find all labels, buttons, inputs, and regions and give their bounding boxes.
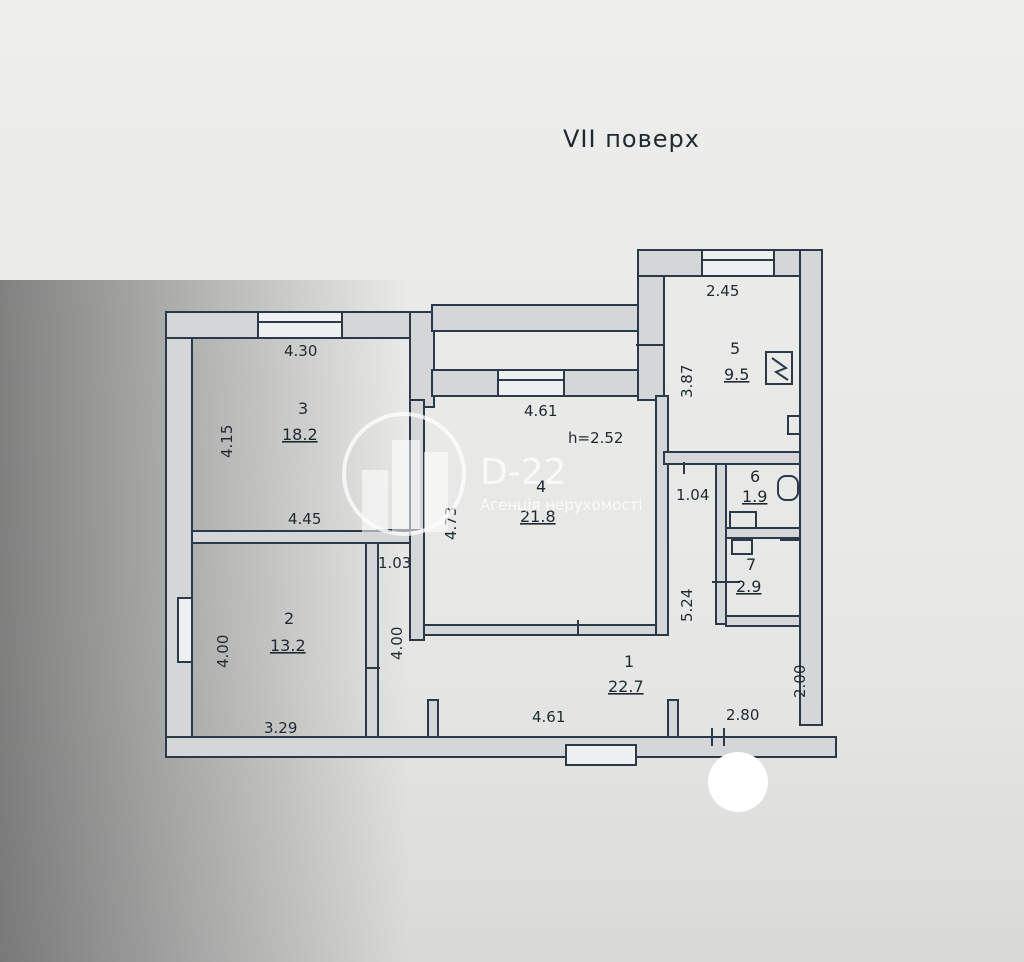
dim-kitchen-side: 3.87	[678, 365, 696, 398]
room-1-area: 22.7	[608, 677, 644, 696]
dim-room2-right: 4.00	[388, 627, 406, 660]
watermark-subtitle: Агенція нерухомості	[480, 496, 642, 514]
room-4-number: 4	[536, 477, 546, 496]
building-icon	[362, 440, 448, 532]
paper-spot	[708, 752, 768, 812]
floor-title: VII поверх	[563, 125, 700, 153]
dim-hall-vertical: 5.24	[678, 589, 696, 622]
room-1-number: 1	[624, 652, 634, 671]
room-5-area: 9.5	[724, 365, 749, 384]
dim-hall-right-bottom: 2.80	[726, 706, 759, 724]
room-labels: 3 18.2 4 21.8 2 13.2 1 22.7 5 9.5 6 1.9 …	[270, 339, 767, 696]
room-4-area: 21.8	[520, 507, 556, 526]
dim-door-gap: 1.03	[378, 554, 411, 572]
dim-room4-top: 4.61	[524, 402, 557, 420]
dim-bath-side: 1.04	[676, 486, 709, 504]
watermark-brand: D-22	[480, 452, 567, 493]
room-6-number: 6	[750, 467, 760, 486]
agency-watermark: D-22 Агенція нерухомості	[342, 412, 642, 536]
dim-room3-side: 4.15	[218, 425, 236, 458]
room-5-number: 5	[730, 339, 740, 358]
dim-hall-right-side: 2.00	[791, 665, 809, 698]
room-2-area: 13.2	[270, 636, 306, 655]
ceiling-height: h=2.52	[568, 429, 623, 447]
room-7-number: 7	[746, 555, 756, 574]
room-3-area: 18.2	[282, 425, 318, 444]
watermark-logo-ring	[342, 412, 466, 536]
room-7-area: 2.9	[736, 577, 761, 596]
windows	[177, 249, 775, 766]
dimension-labels: 4.30 4.15 4.45 4.61 4.73 1.03 4.00 4.00 …	[214, 282, 809, 737]
room-3-number: 3	[298, 399, 308, 418]
dim-room3-bottom: 4.45	[288, 510, 321, 528]
room-6-area: 1.9	[742, 487, 767, 506]
dim-room3-top: 4.30	[284, 342, 317, 360]
fixtures	[729, 351, 801, 555]
dim-kitchen-top: 2.45	[706, 282, 739, 300]
dim-room2-left: 4.00	[214, 635, 232, 668]
dim-room2-bottom: 3.29	[264, 719, 297, 737]
room-2-number: 2	[284, 609, 294, 628]
dim-hall-bottom: 4.61	[532, 708, 565, 726]
